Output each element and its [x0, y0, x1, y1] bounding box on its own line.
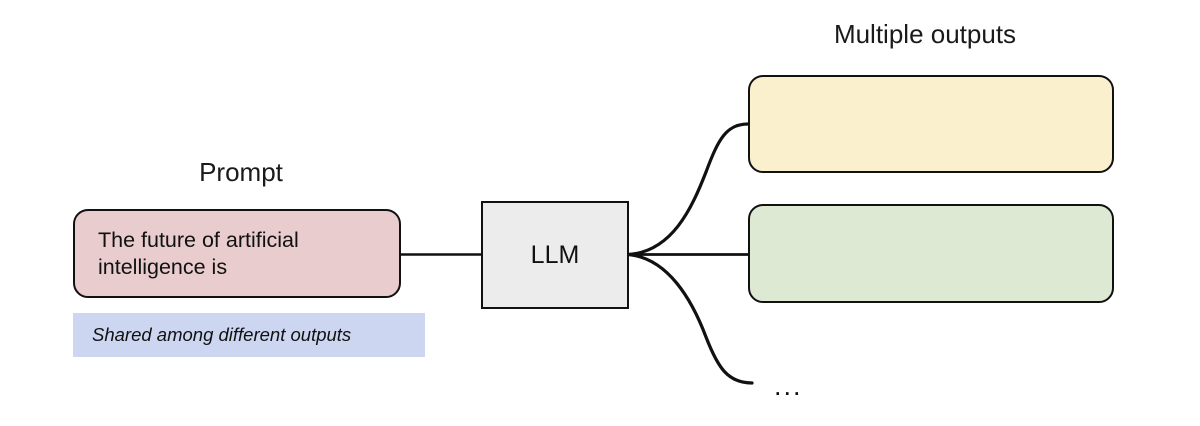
output-box-1[interactable] [748, 75, 1114, 173]
prompt-text: The future of artificial intelligence is [98, 227, 299, 279]
edge-llm-to-output-1 [626, 122, 750, 257]
prompt-section-title: Prompt [199, 157, 283, 187]
shared-note-text: Shared among different outputs [92, 324, 352, 345]
shared-among-outputs-note: Shared among different outputs [73, 313, 425, 357]
llm-label: LLM [530, 240, 580, 269]
edge-llm-to-ellipsis [626, 252, 754, 385]
more-outputs-ellipsis: ... [774, 371, 803, 401]
llm-box[interactable]: LLM [481, 201, 629, 309]
output-box-2[interactable] [748, 204, 1114, 303]
outputs-section-title: Multiple outputs [833, 19, 1017, 49]
prompt-box[interactable]: The future of artificial intelligence is [73, 209, 401, 298]
